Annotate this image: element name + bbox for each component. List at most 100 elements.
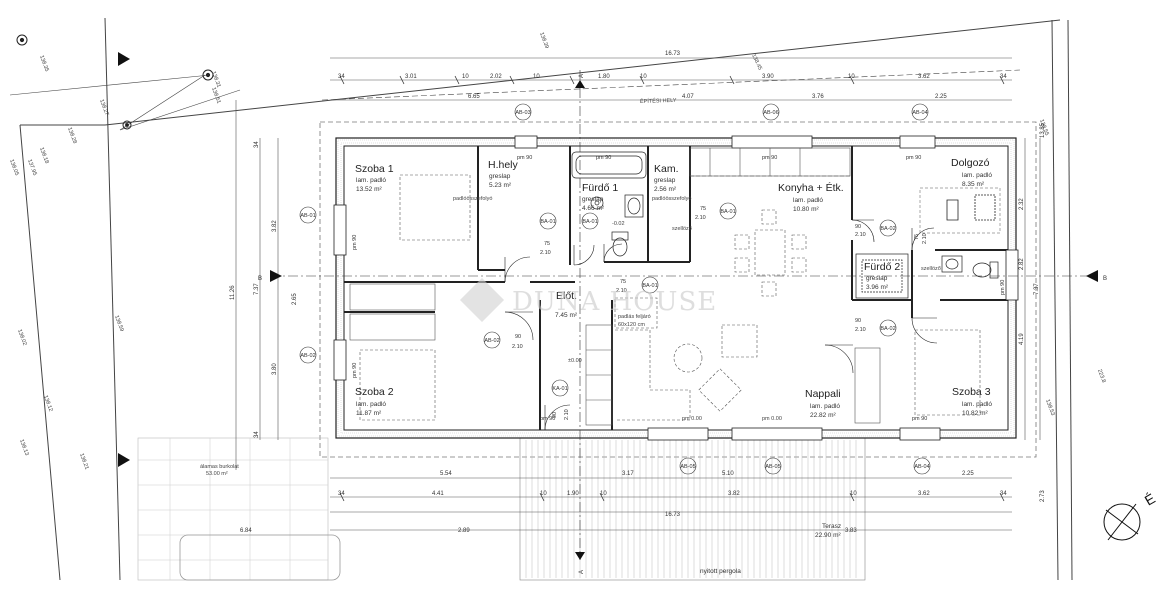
elev-text: 138.45: [750, 53, 763, 71]
elev-text: 138.53: [1044, 399, 1055, 417]
dim-text: 1.90: [567, 491, 579, 497]
door-width: 90: [515, 334, 521, 340]
partitions: [344, 146, 1008, 430]
building-zone-label: ÉPÍTÉSI HELY: [640, 97, 677, 105]
room-area: 7.45 m²: [555, 312, 578, 319]
room-material: greslap: [654, 177, 676, 184]
dim-text: 11.26: [230, 285, 236, 300]
toilet: [611, 231, 999, 279]
door-width: 90: [855, 224, 861, 230]
room-area: 5.23 m²: [489, 182, 512, 189]
door-height: 2.10: [855, 232, 866, 238]
room-material: lam. padló: [356, 401, 386, 408]
dim-text: 3.80: [272, 363, 278, 375]
annotations: padlás feljáró 60x120 cm padlóösszefolyó…: [453, 196, 941, 422]
tag-circle: [762, 103, 780, 121]
annotation-text: 60x120 cm: [618, 322, 645, 328]
terrace: Terasz 22.90 m² nyitott pergola: [519, 437, 866, 581]
room-material: greslap: [489, 173, 511, 180]
door-height: 2.10: [512, 344, 523, 350]
dim-text: 13.85: [1040, 122, 1046, 138]
dim-text: 4.07: [682, 94, 694, 100]
dim-text: 7.37: [254, 283, 260, 295]
window-sill-height: pm 90: [596, 155, 611, 161]
dim-text: 6.65: [468, 94, 480, 100]
tag-text: AB-05: [680, 464, 695, 470]
dim-text: 7.37: [1034, 283, 1040, 295]
tag-circle: [764, 457, 782, 475]
living-furniture: [615, 324, 758, 421]
tag-text: AB-05: [765, 464, 780, 470]
window-sill-height: pm 90: [1000, 280, 1006, 295]
door-width: 75: [914, 234, 920, 240]
dim-text: 34: [1000, 491, 1007, 497]
dim-text: 10: [848, 74, 855, 80]
dim-text: 10: [540, 491, 547, 497]
elev-text: 223.8: [1096, 369, 1106, 384]
dim-text: 3.82: [272, 220, 278, 232]
tag-circle: [299, 346, 317, 364]
dim-text: 3.76: [812, 94, 824, 100]
dim-top-total: 16.73: [665, 51, 681, 57]
parking-area: álamas burkolat 53.00 m²: [137, 437, 341, 581]
tag-circle: [299, 206, 317, 224]
dim-text: 4.41: [432, 491, 444, 497]
window-frame: [514, 135, 538, 149]
elev-text: 138.59: [113, 315, 124, 333]
tag-text: AB-02: [300, 353, 315, 359]
terrace-name: Terasz: [822, 523, 841, 530]
room-szoba1: Szoba 1 lam. padló 13.52 m²: [355, 163, 394, 193]
tag-text: AB-01: [300, 213, 315, 219]
room-kam: Kam. greslap 2.56 m²: [654, 163, 679, 193]
room-area: 10.80 m²: [793, 206, 819, 213]
bathtub: [571, 151, 647, 179]
room-area: 10.82 m²: [962, 410, 988, 417]
tag-text: AB-04: [912, 110, 927, 116]
bed: [359, 174, 981, 421]
door-height: 2.10: [855, 327, 866, 333]
annotation-text: padlás feljáró: [618, 314, 651, 320]
dim-text: 3.83: [845, 528, 857, 534]
dim-text: 5.54: [440, 471, 452, 477]
door-width: 90: [855, 318, 861, 324]
room-name: Dolgozó: [951, 157, 990, 169]
room-area: 11.87 m²: [356, 410, 382, 417]
dim-text: 34: [254, 141, 260, 148]
room-konyha: Konyha + Étk. lam. padló 10.80 m²: [778, 181, 844, 213]
room-furdo1: Fürdő 1 greslap 4.66 m²: [582, 182, 618, 212]
door-height: 2.10: [616, 288, 627, 294]
parking-area-value: 53.00 m²: [206, 471, 228, 477]
compass: [1103, 503, 1141, 541]
room-name: Szoba 2: [355, 386, 394, 398]
dim-text: 34: [338, 74, 345, 80]
elev-text: 138.55: [1038, 119, 1049, 137]
hot-water-tank: [590, 196, 604, 210]
elev-text: 138.02: [16, 329, 27, 347]
window-sill-height: pm 90: [912, 416, 927, 422]
dim-text: 4.19: [1019, 333, 1025, 345]
tag-text: AB-04: [914, 464, 929, 470]
window-sill-height: pm 90: [906, 155, 921, 161]
tag-text: BA-01: [582, 219, 597, 225]
tag-text: KA-01: [552, 386, 567, 392]
window-sill-height: pm 90: [762, 155, 777, 161]
dim-text: 34: [338, 491, 345, 497]
dim-text: 2.02: [490, 74, 502, 80]
window-frame: [899, 427, 941, 441]
room-material: greslap: [582, 196, 604, 203]
room-material: greslap: [866, 275, 888, 282]
tag-circle: [514, 103, 532, 121]
windows: [333, 135, 1019, 441]
elev-text: 138.51: [210, 87, 221, 105]
annotation-text: szellöző: [921, 266, 941, 272]
side-dimensions: 34 3.82 2.65 3.80 34 7.37 11.26 2.32 2.8…: [230, 122, 1046, 502]
north-arrow-icon: [1103, 503, 1141, 541]
tag-circle: [911, 103, 929, 121]
door-width: 75: [700, 206, 706, 212]
room-area: 4.66 m²: [582, 205, 605, 212]
tag-circle: [913, 457, 931, 475]
room-name: Fürdő 1: [582, 182, 618, 194]
annotation-text: ±0.00: [568, 358, 582, 364]
parking-label: álamas burkolat: [200, 464, 239, 470]
door-width: 75: [620, 279, 626, 285]
